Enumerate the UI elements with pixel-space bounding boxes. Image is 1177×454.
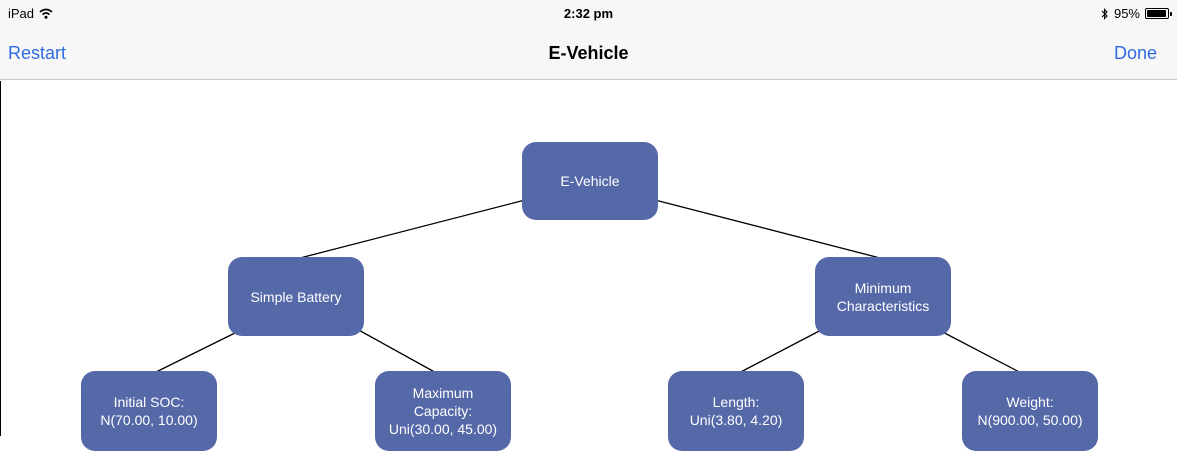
- tree-node-initial-soc[interactable]: Initial SOC: N(70.00, 10.00): [81, 371, 217, 451]
- connector-right-child2: [934, 327, 1026, 376]
- connector-root-right: [654, 199, 881, 259]
- node-label: E-Vehicle: [560, 173, 620, 189]
- tree-node-maximum-capacity[interactable]: Maximum Capacity: Uni(30.00, 45.00): [375, 371, 511, 451]
- node-label: Simple Battery: [250, 288, 342, 305]
- connector-left-child2: [354, 327, 441, 376]
- bluetooth-icon: [1101, 7, 1108, 20]
- device-name: iPad: [8, 6, 35, 21]
- done-button[interactable]: Done: [1113, 43, 1157, 63]
- node-label-line1: Initial SOC:: [113, 394, 185, 410]
- page-title: E-Vehicle: [548, 43, 629, 63]
- restart-button[interactable]: Restart: [8, 43, 67, 63]
- status-bar: iPad 2:32 pm 95%: [0, 0, 1177, 30]
- navigation-bar: Restart E-Vehicle Done: [0, 30, 1177, 80]
- tree-node-minimum-characteristics[interactable]: Minimum Characteristics: [815, 257, 951, 336]
- node-label-line1: Weight:: [1006, 394, 1054, 410]
- tree-node-root[interactable]: E-Vehicle: [522, 142, 658, 220]
- tree-node-weight[interactable]: Weight: N(900.00, 50.00): [962, 371, 1098, 451]
- connector-root-left: [299, 199, 526, 259]
- status-time: 2:32 pm: [563, 6, 614, 21]
- left-edge-divider: [0, 81, 1, 436]
- status-left: iPad: [8, 6, 53, 21]
- node-label-line2: N(70.00, 10.00): [100, 412, 198, 428]
- node-label-line2: Uni(3.80, 4.20): [689, 412, 783, 428]
- node-label-line2: Characteristics: [836, 297, 930, 314]
- battery-icon: [1145, 8, 1172, 19]
- connector-left-child1: [149, 327, 246, 376]
- tree-node-length[interactable]: Length: Uni(3.80, 4.20): [668, 371, 804, 451]
- node-label-line1: Length:: [712, 394, 760, 410]
- node-label-line2: Capacity:: [413, 403, 473, 419]
- connector-right-child1: [734, 327, 826, 376]
- status-right: 95%: [1101, 6, 1172, 21]
- node-label-line2: N(900.00, 50.00): [977, 412, 1083, 428]
- wifi-icon: [39, 8, 53, 19]
- node-label-line1: Minimum: [854, 279, 912, 296]
- tree-node-simple-battery[interactable]: Simple Battery: [228, 257, 364, 336]
- node-label-line1: Maximum: [412, 385, 474, 401]
- battery-percent: 95%: [1113, 6, 1140, 21]
- node-label-line3: Uni(30.00, 45.00): [388, 421, 498, 437]
